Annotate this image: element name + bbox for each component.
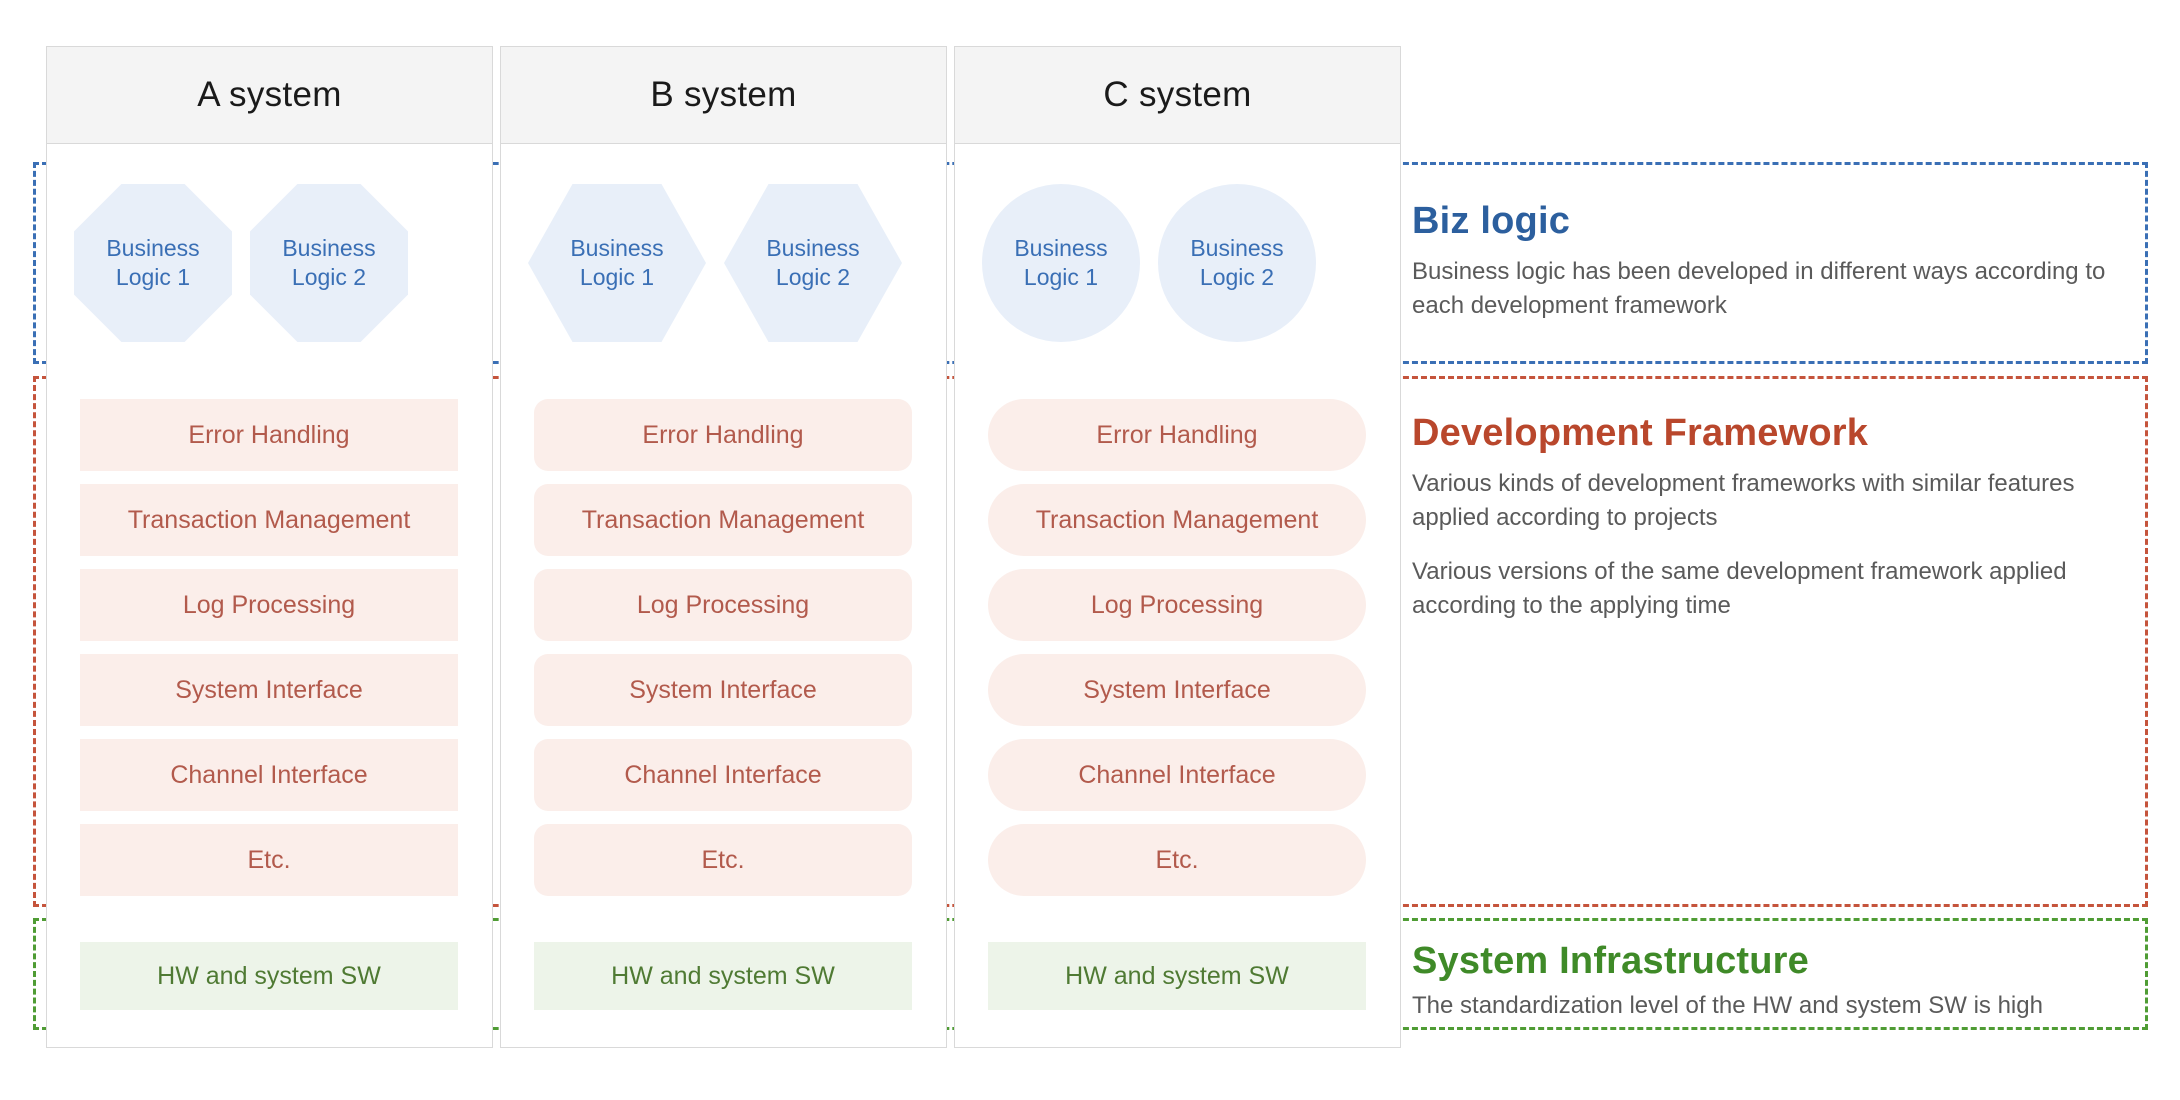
framework-item: Error Handling (988, 399, 1366, 471)
description-paragraph: Various versions of the same development… (1412, 558, 2067, 620)
framework-item: Transaction Management (534, 484, 912, 556)
biz-logic-row-c: Business Logic 1 Business Logic 2 (982, 184, 1316, 342)
framework-item: Log Processing (988, 569, 1366, 641)
column-header-c: C system (955, 47, 1400, 144)
biz-logic-shape-b2: Business Logic 2 (724, 184, 902, 342)
description-paragraph: Various kinds of development frameworks … (1412, 470, 2075, 532)
biz-logic-line: Business (106, 234, 200, 261)
framework-item: System Interface (534, 654, 912, 726)
framework-item: Etc. (988, 824, 1366, 896)
description-paragraph: The standardization level of the HW and … (1412, 992, 2043, 1019)
framework-item: Channel Interface (80, 739, 458, 811)
infrastructure-box-c: HW and system SW (988, 942, 1366, 1010)
biz-logic-row-b: Business Logic 1 Business Logic 2 (528, 184, 902, 342)
description-development-framework: Development Framework Various kinds of d… (1412, 412, 2132, 623)
framework-item: Transaction Management (988, 484, 1366, 556)
framework-stack-b: Error Handling Transaction Management Lo… (534, 399, 912, 896)
biz-logic-line: Logic 2 (775, 264, 851, 290)
biz-logic-shape-b1: Business Logic 1 (528, 184, 706, 342)
description-system-infrastructure: System Infrastructure The standardizatio… (1412, 940, 2132, 1023)
biz-logic-line: Logic 2 (291, 264, 367, 290)
biz-logic-line: Logic 1 (1023, 264, 1099, 290)
column-title-c: C system (1103, 75, 1252, 114)
biz-logic-line: Logic 2 (1199, 264, 1275, 290)
biz-logic-row-a: Business Logic 1 Business Logic 2 (74, 184, 408, 342)
framework-item: Etc. (534, 824, 912, 896)
description-biz-logic: Biz logic Business logic has been develo… (1412, 200, 2132, 323)
description-title-development-framework: Development Framework (1412, 412, 1869, 454)
framework-item: Etc. (80, 824, 458, 896)
biz-logic-shape-c2: Business Logic 2 (1158, 184, 1316, 342)
framework-stack-a: Error Handling Transaction Management Lo… (80, 399, 458, 896)
column-header-a: A system (47, 47, 492, 144)
framework-item: System Interface (80, 654, 458, 726)
biz-logic-shape-a2: Business Logic 2 (250, 184, 408, 342)
biz-logic-shape-a1: Business Logic 1 (74, 184, 232, 342)
framework-item: Channel Interface (534, 739, 912, 811)
biz-logic-line: Business (1014, 234, 1108, 261)
framework-stack-c: Error Handling Transaction Management Lo… (988, 399, 1366, 896)
description-title-biz-logic: Biz logic (1412, 200, 1571, 242)
framework-item: Channel Interface (988, 739, 1366, 811)
column-title-a: A system (197, 75, 342, 114)
biz-logic-line: Business (766, 234, 860, 261)
biz-logic-line: Logic 1 (115, 264, 191, 290)
framework-item: System Interface (988, 654, 1366, 726)
column-title-b: B system (650, 75, 797, 114)
biz-logic-line: Logic 1 (579, 264, 655, 290)
framework-item: Log Processing (80, 569, 458, 641)
column-header-b: B system (501, 47, 946, 144)
description-title-system-infrastructure: System Infrastructure (1412, 940, 1810, 982)
framework-item: Error Handling (80, 399, 458, 471)
framework-item: Error Handling (534, 399, 912, 471)
biz-logic-shape-c1: Business Logic 1 (982, 184, 1140, 342)
biz-logic-line: Business (570, 234, 664, 261)
framework-item: Log Processing (534, 569, 912, 641)
framework-item: Transaction Management (80, 484, 458, 556)
biz-logic-line: Business (1190, 234, 1284, 261)
infrastructure-box-b: HW and system SW (534, 942, 912, 1010)
infrastructure-box-a: HW and system SW (80, 942, 458, 1010)
description-paragraph: Business logic has been developed in dif… (1412, 258, 2106, 320)
biz-logic-line: Business (282, 234, 376, 261)
